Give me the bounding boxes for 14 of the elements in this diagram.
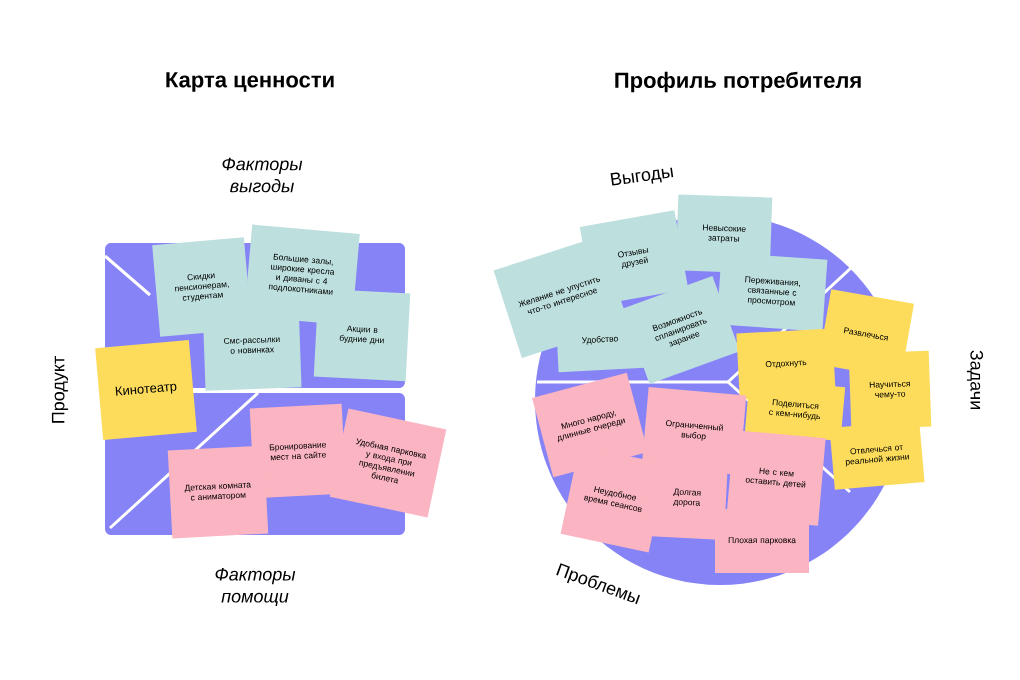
sticky-note: Переживания, связанные с просмотром xyxy=(716,252,828,332)
product-note: Кинотеатр xyxy=(95,340,197,440)
section-label: Задачи xyxy=(966,350,984,409)
section-label: Продукт xyxy=(51,356,69,423)
sticky-note: Большие залы, широкие кресла и диваны с 4 подлокотниками xyxy=(244,224,360,326)
heading: Карта ценности xyxy=(166,72,334,92)
section-label: Выгоды xyxy=(610,167,674,186)
heading: Профиль потребителя xyxy=(615,71,861,93)
sticky-note: Детская комната с аниматором xyxy=(167,445,269,539)
section-label: Факторы помощи xyxy=(215,568,296,607)
sticky-note: Развлечься xyxy=(818,289,914,379)
sticky-note: Отвлечься от реальной жизни xyxy=(829,420,925,490)
section-label: Факторы выгоды xyxy=(222,157,303,193)
sticky-note: Плохая парковка xyxy=(715,509,809,573)
